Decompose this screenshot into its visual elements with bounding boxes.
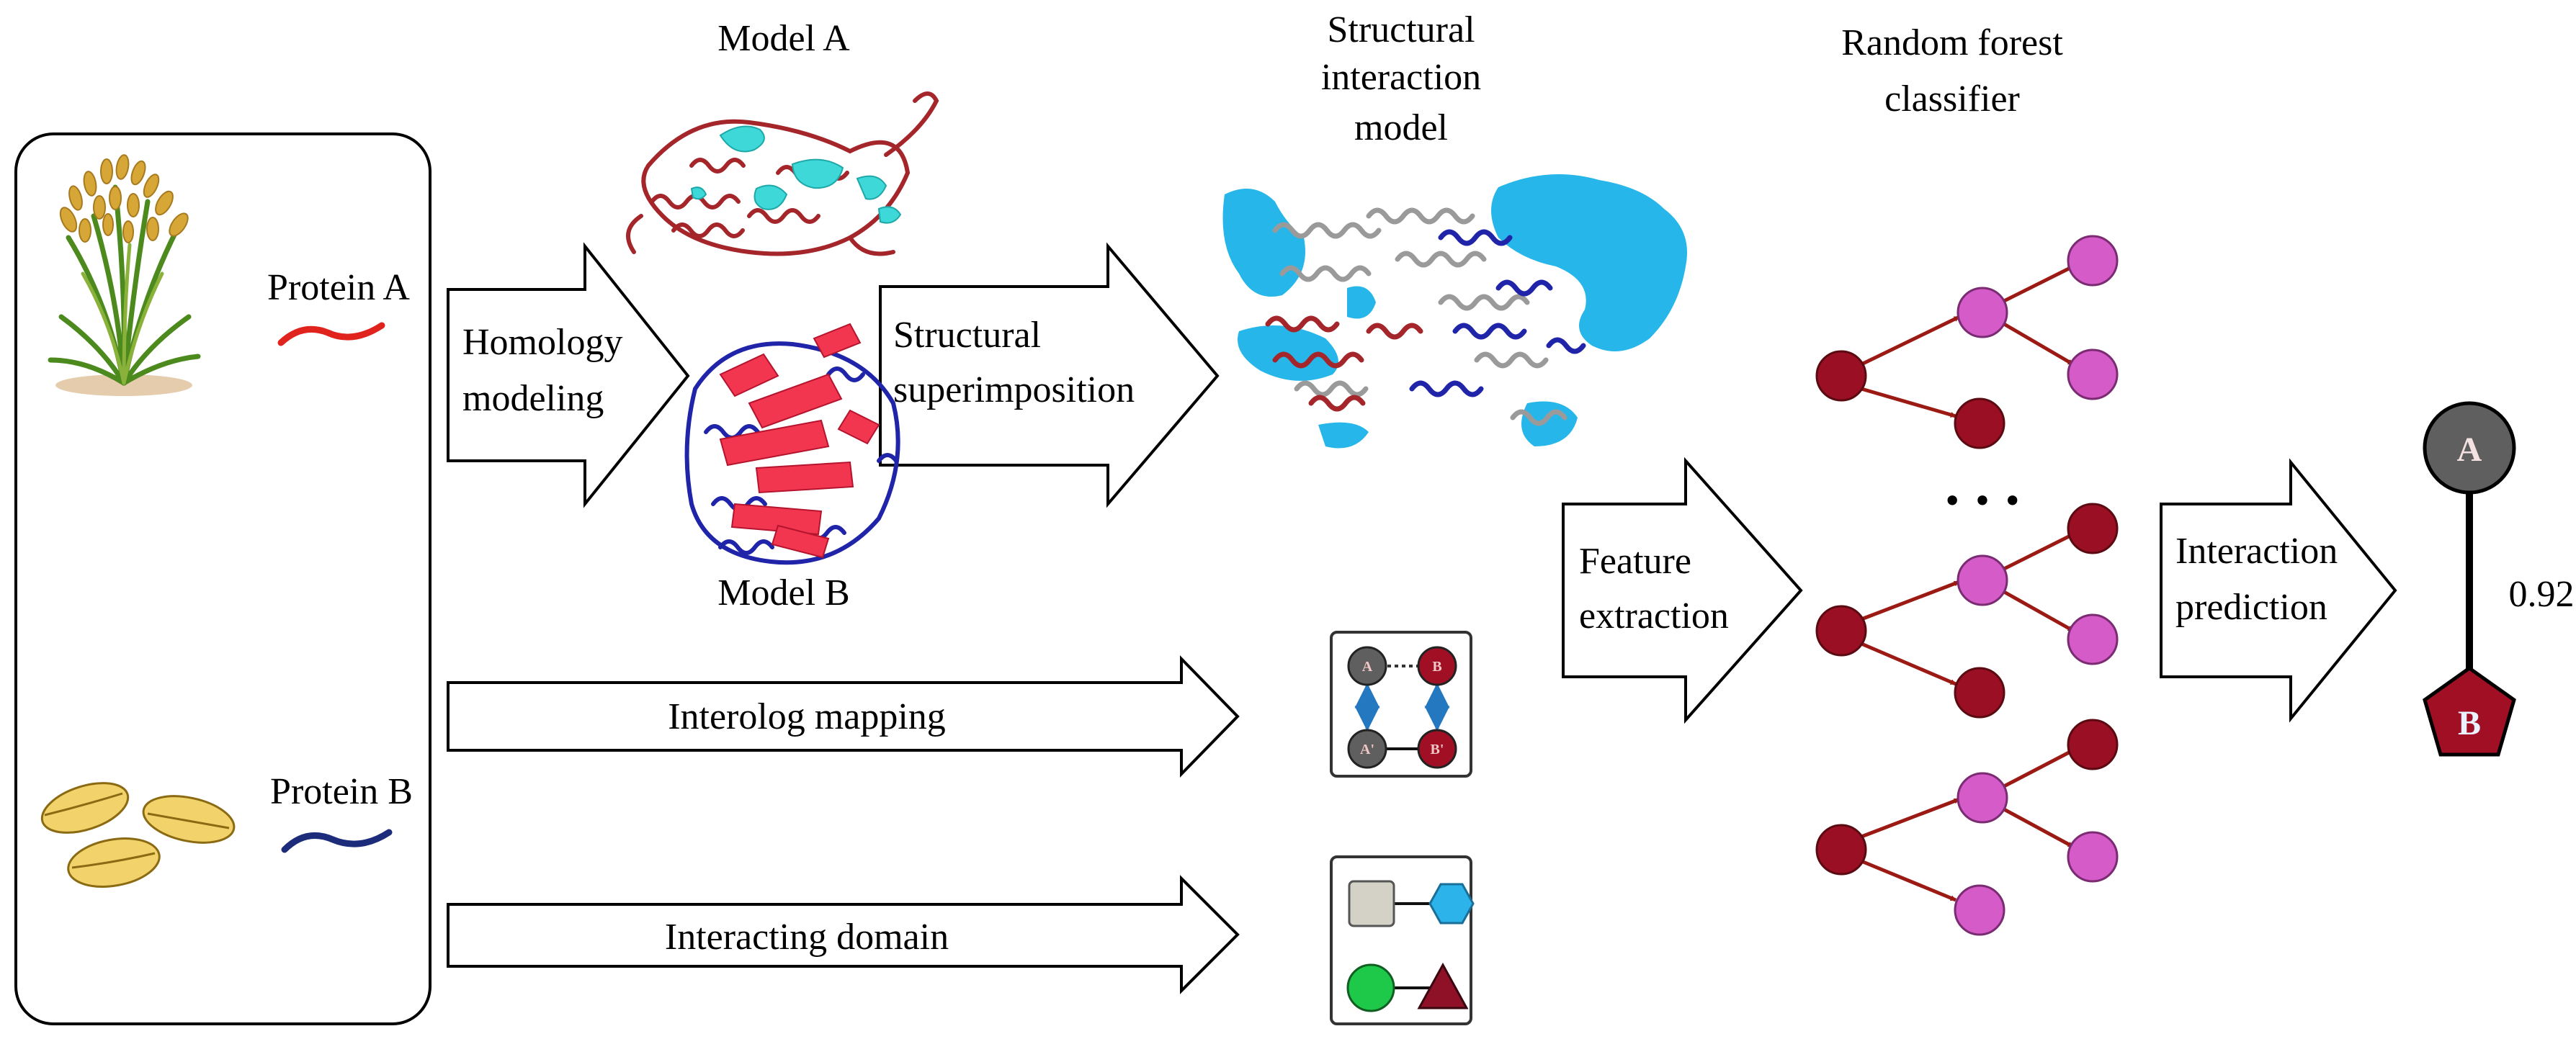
protein-a-line-icon <box>277 322 385 346</box>
interolog-panel: A B A' B' <box>1330 631 1472 778</box>
interolog-mapping-arrow <box>447 655 1240 778</box>
model-b-structure <box>684 323 900 565</box>
structural-interaction-label-line2: interaction <box>1321 57 1481 98</box>
feature-label-line2: extraction <box>1579 595 1729 637</box>
interolog-node-b-prime <box>1417 729 1457 769</box>
interacting-domain-arrow <box>447 875 1240 994</box>
prediction-result: A B <box>2423 401 2516 757</box>
interolog-label: Interolog mapping <box>668 696 946 737</box>
prediction-label-line2: prediction <box>2175 587 2327 628</box>
model-a-structure <box>626 91 939 256</box>
domain-circle-icon <box>1346 963 1395 1012</box>
tree-ellipsis: • • • <box>1943 482 2023 521</box>
interolog-node-b <box>1417 646 1457 686</box>
interaction-prediction-arrow <box>2160 458 2397 723</box>
interolog-label-a: A <box>1362 659 1373 675</box>
feature-label-line1: Feature <box>1579 541 1691 582</box>
domain-hexagon-icon <box>1428 883 1475 925</box>
model-a-label: Model A <box>717 18 850 59</box>
result-label-a: A <box>2457 431 2482 469</box>
structural-interaction-label-line1: Structural <box>1327 9 1475 50</box>
superimposed-structure <box>1222 174 1687 449</box>
superimposition-label-line2: superimposition <box>893 369 1135 410</box>
domain-triangle-icon <box>1417 962 1469 1009</box>
rice-plant-icon <box>48 154 201 396</box>
structural-superimposition-arrow <box>879 242 1220 508</box>
result-node-a <box>2423 401 2516 495</box>
random-forest-label-line2: classifier <box>1884 78 2020 120</box>
protein-b-label: Protein B <box>270 771 413 812</box>
interacting-domain-label: Interacting domain <box>665 917 949 958</box>
superimposition-label-line1: Structural <box>893 315 1041 356</box>
result-node-b <box>2423 665 2516 757</box>
interolog-label-a-prime: A' <box>1360 742 1374 757</box>
interacting-domain-panel <box>1330 855 1475 1025</box>
homology-label-line1: Homology <box>462 322 622 363</box>
prediction-score: 0.92 <box>2509 574 2575 615</box>
prediction-label-line1: Interaction <box>2175 531 2338 572</box>
homology-modeling-arrow <box>447 242 690 508</box>
interolog-node-a-prime <box>1347 729 1387 769</box>
result-label-b: B <box>2458 704 2481 742</box>
protein-b-line-icon <box>281 829 393 853</box>
domain-square-icon <box>1348 880 1395 927</box>
random-forest-label-line1: Random forest <box>1841 22 2063 63</box>
feature-extraction-arrow <box>1562 456 1803 724</box>
random-forest-trees <box>1815 235 2119 936</box>
interolog-label-b-prime: B' <box>1431 742 1444 757</box>
structural-interaction-label-line3: model <box>1354 107 1448 148</box>
model-b-label: Model B <box>717 572 849 613</box>
homology-label-line2: modeling <box>462 378 604 419</box>
protein-a-label: Protein A <box>267 267 410 308</box>
interolog-node-a <box>1347 646 1387 686</box>
seeds-icon <box>40 782 236 888</box>
interolog-label-b: B <box>1432 659 1441 675</box>
